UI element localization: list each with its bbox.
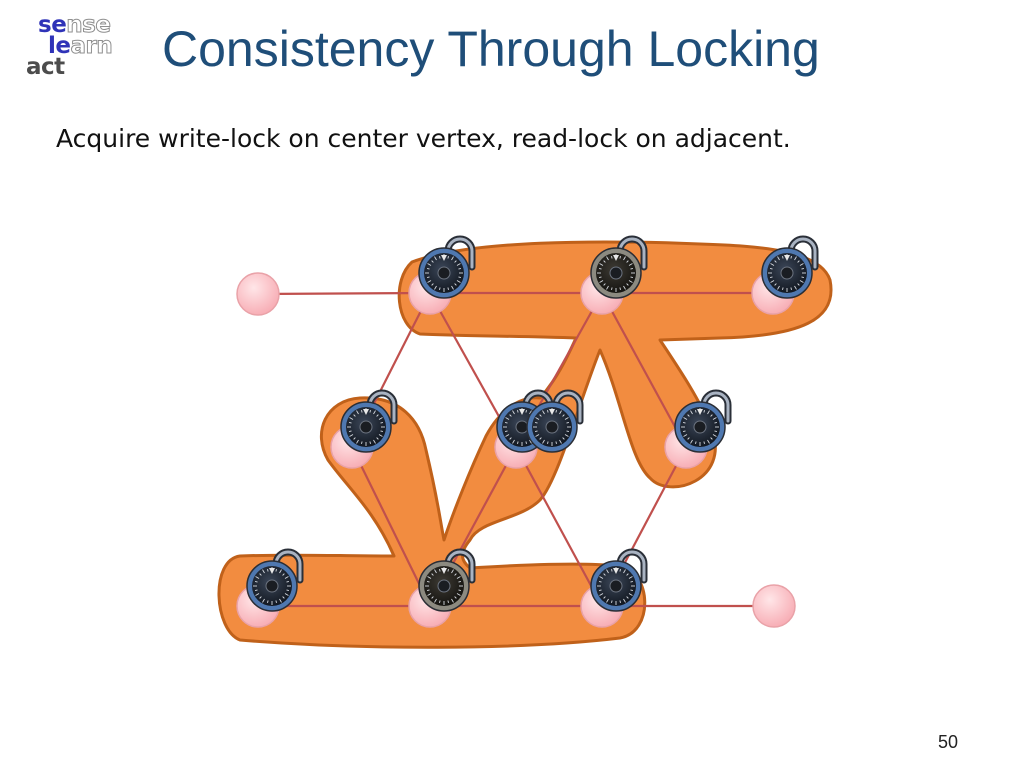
graph-edge — [257, 291, 431, 296]
write-lock-icon — [590, 235, 648, 299]
graph-edge — [515, 446, 603, 607]
read-lock-icon — [674, 389, 732, 453]
graph-vertex — [236, 272, 280, 316]
slide-subtitle: Acquire write-lock on center vertex, rea… — [56, 124, 791, 153]
read-lock-icon — [590, 548, 648, 612]
graph-edge — [351, 446, 431, 607]
logo-text: act — [26, 54, 65, 80]
page-number: 50 — [938, 732, 959, 752]
graph-vertex — [752, 584, 796, 628]
graph-edge — [601, 292, 687, 448]
slide-title: Consistency Through Locking — [162, 21, 820, 77]
logo-text: se — [38, 12, 67, 38]
locks-layer — [246, 235, 819, 612]
read-lock-icon — [246, 548, 304, 612]
read-lock-icon — [526, 389, 584, 453]
logo-row-sense: sense — [38, 12, 112, 38]
logo-row-learn: learn — [48, 33, 113, 59]
sense-learn-act-logo: sense learn act — [26, 12, 136, 90]
logo-text: nse — [66, 12, 112, 38]
write-lock-icon — [418, 548, 476, 612]
read-lock-icon — [340, 389, 398, 453]
read-lock-icon — [761, 235, 819, 299]
logo-text: arn — [70, 33, 113, 59]
logo-text: le — [48, 33, 71, 59]
logo-row-act: act — [26, 54, 65, 80]
read-lock-icon — [418, 235, 476, 299]
